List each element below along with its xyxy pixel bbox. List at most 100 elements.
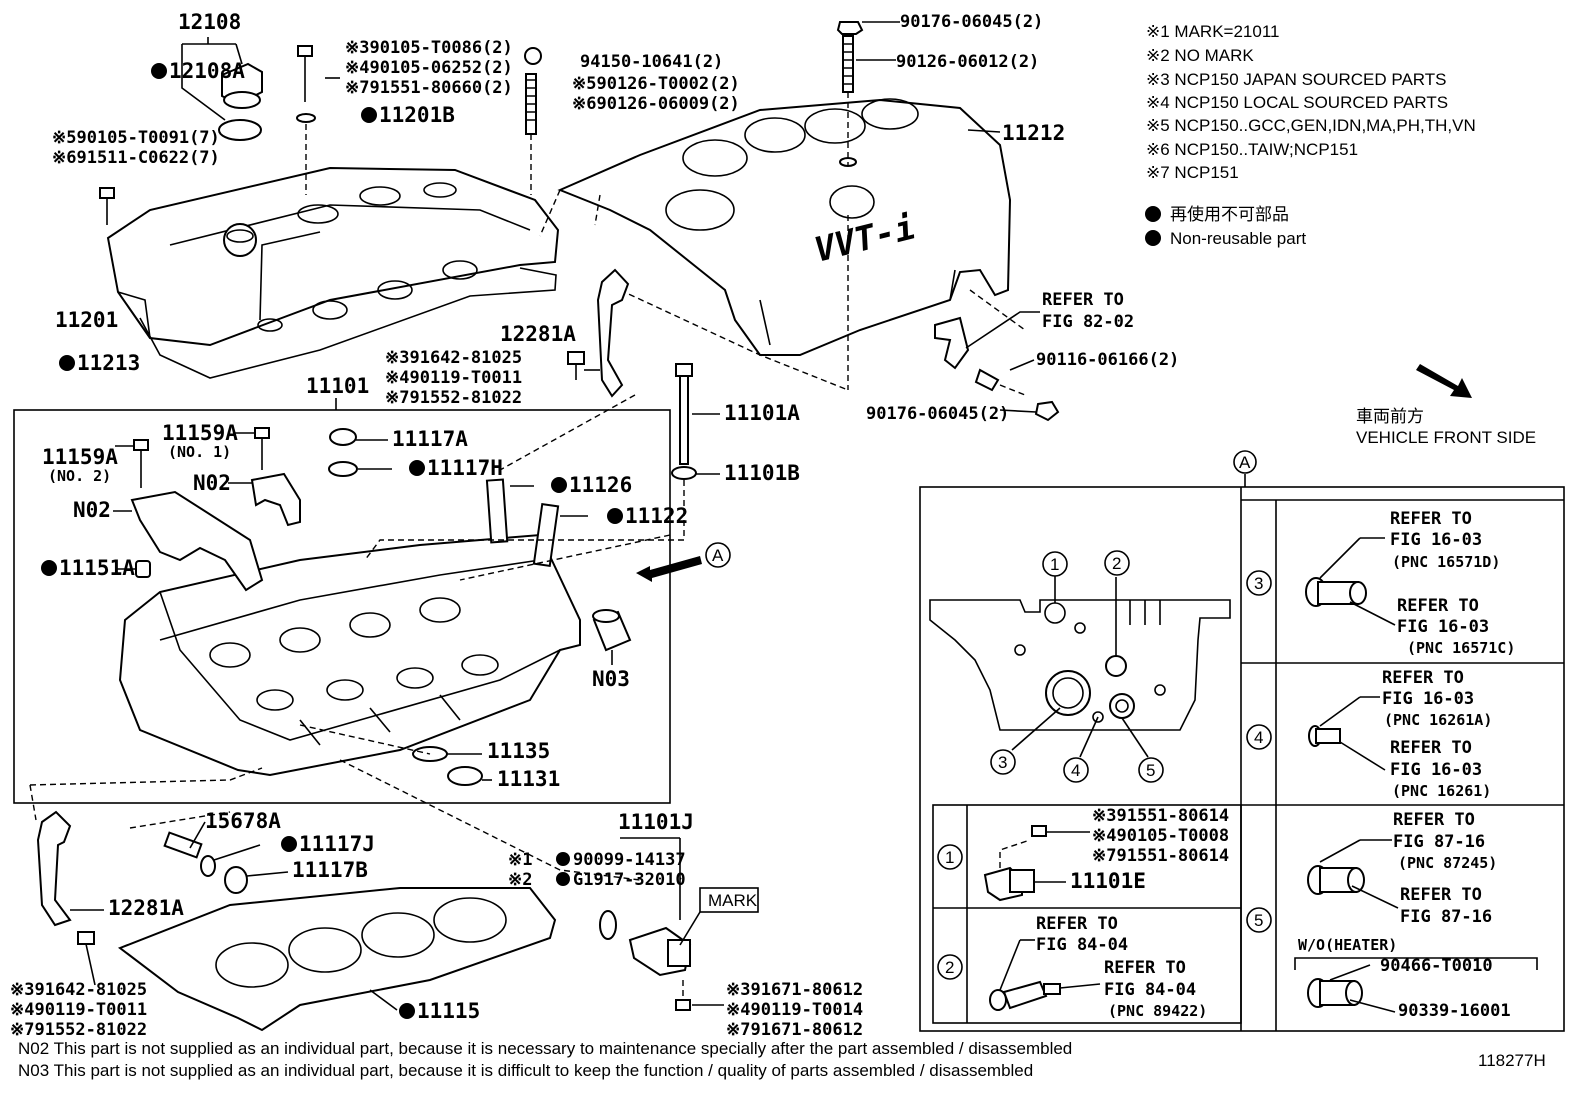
part-number-label: ※490105-06252(2) [345, 58, 513, 78]
head-bolt-washer [671, 466, 720, 480]
cell-circle-1: 1 [937, 844, 963, 870]
non-reusable-dot-icon [556, 872, 570, 886]
engine-cover [557, 98, 1012, 356]
part-number-label: ※791552-81022 [10, 1020, 147, 1040]
svg-text:VEHICLE FRONT SIDE: VEHICLE FRONT SIDE [1356, 428, 1536, 447]
part-number-label: G1917-32010 [573, 870, 686, 890]
part-number-label: 11117B [292, 858, 368, 882]
svg-text:5: 5 [1146, 761, 1155, 780]
chain-guide-lower [36, 810, 72, 927]
detail-callout-lines [1011, 576, 1149, 758]
part-number-label: 11201B [379, 103, 455, 127]
detail-reference-label: REFER TO [1104, 958, 1186, 978]
hose-clamp-4 [1308, 696, 1386, 771]
detail-reference-label: ※490105-T0008 [1092, 826, 1229, 846]
part-number-label: ※490119-T0011 [385, 368, 522, 388]
detail-reference-label: ※791551-80614 [1092, 846, 1229, 866]
oil-filler-cap [221, 62, 263, 109]
part-number-label: 11159A [42, 445, 118, 469]
legend: 再使用不可部品 Non-reusable part [1145, 204, 1306, 248]
svg-text:2: 2 [1112, 554, 1121, 573]
detail-reference-label: FIG 87-16 [1393, 832, 1485, 852]
detail-reference-label: REFER TO [1400, 885, 1482, 905]
svg-text:※5 NCP150..GCC,GEN,IDN,MA,PH,T: ※5 NCP150..GCC,GEN,IDN,MA,PH,TH,VN [1146, 116, 1476, 135]
detail-reference-label: REFER TO [1397, 596, 1479, 616]
gasket-11117J [200, 844, 261, 877]
detail-reference-label: (PNC 16261) [1392, 782, 1491, 800]
svg-text:Non-reusable part: Non-reusable part [1170, 229, 1306, 248]
part-number-label: 90176-06045(2) [900, 12, 1043, 32]
detail-reference-label: FIG 84-04 [1036, 935, 1128, 955]
camshaft-bearing-cap-no2 [130, 490, 264, 592]
part-number-label: 15678A [205, 809, 281, 833]
valve-guide [532, 503, 588, 567]
detail-reference-label: 90466-T0010 [1380, 956, 1493, 976]
footnote-n03: N03 This part is not supplied as an indi… [18, 1061, 1033, 1080]
part-number-label: 12281A [108, 896, 184, 920]
cover-bracket [934, 316, 970, 370]
side-bolt [99, 187, 115, 225]
part-number-label: 90176-06045(2) [866, 404, 1009, 424]
part-number-label: 11212 [1002, 121, 1065, 145]
bushing-n03 [592, 609, 632, 665]
detail-reference-label: 90339-16001 [1398, 1001, 1511, 1021]
part-number-label: 11115 [417, 999, 480, 1023]
part-number-label: 90116-06166(2) [1036, 350, 1179, 370]
part-number-label: 11151A [59, 556, 135, 580]
cam-position-sensor [983, 825, 1090, 902]
part-callouts: 1210812108A※390105-T0086(2)※490105-06252… [10, 10, 1179, 1040]
cylinder-head-cover [106, 166, 560, 347]
svg-text:1: 1 [945, 848, 954, 867]
svg-text:4: 4 [1071, 761, 1080, 780]
svg-text:4: 4 [1254, 728, 1263, 747]
part-number-label: 11159A [162, 421, 238, 445]
stud-bolt [524, 47, 542, 135]
part-number-label: ※690126-06009(2) [572, 94, 740, 114]
bearing-cap-bolt-no1 [235, 427, 270, 470]
svg-text:3: 3 [998, 753, 1007, 772]
svg-text:※6 NCP150..TAIW;NCP151: ※6 NCP150..TAIW;NCP151 [1146, 140, 1358, 159]
svg-text:車両前方: 車両前方 [1356, 407, 1424, 426]
cylinder-head [118, 533, 581, 777]
view-a-marker-top: A [1233, 450, 1257, 474]
part-number-label: 11101B [724, 461, 800, 485]
non-reusable-dot-icon [1145, 230, 1161, 246]
part-number-label: 11126 [569, 473, 632, 497]
plug-11117B [224, 866, 289, 894]
detail-reference-label: ※391551-80614 [1092, 806, 1229, 826]
cover-nut [836, 21, 900, 35]
part-number-label: ※490119-T0014 [726, 1000, 863, 1020]
svg-text:※2 NO MARK: ※2 NO MARK [1146, 46, 1254, 65]
detail-reference-label: FIG 16-03 [1397, 617, 1489, 637]
detail-reference-label: REFER TO [1382, 668, 1464, 688]
svg-text:1: 1 [1050, 555, 1059, 574]
detail-view-frame [919, 486, 1565, 1032]
view-arrow [636, 556, 702, 582]
gasket-11117H [328, 461, 392, 477]
part-number-label: N03 [592, 667, 630, 691]
detail-reference-label: (PNC 89422) [1108, 1002, 1207, 1020]
part-number-label: ※391642-81025 [10, 980, 147, 1000]
detail-reference-label: (PNC 16571C) [1407, 639, 1515, 657]
chain-guide-lower-bolt [77, 931, 96, 986]
seal-11131 [447, 766, 483, 786]
cylinder-head-gasket [117, 887, 557, 1032]
hose-clamp-5 [1294, 839, 1538, 1013]
plug-11117A [329, 428, 388, 446]
detail-reference-label: FIG 87-16 [1400, 907, 1492, 927]
detail-reference-label: (PNC 16571D) [1392, 553, 1500, 571]
part-number-label: 12108 [178, 10, 241, 34]
svg-text:MARK: MARK [708, 891, 758, 910]
part-number-label: 12108A [169, 59, 245, 83]
mark-label-box [699, 887, 759, 913]
detail-head-casting [929, 599, 1231, 731]
part-number-label: 12281A [500, 322, 576, 346]
detail-circle-2: 2 [1104, 550, 1130, 576]
part-number-label: ※391642-81025 [385, 348, 522, 368]
non-reusable-dot-icon [551, 477, 567, 493]
chain-guide-bolt [567, 351, 600, 380]
part-number-label: ※590105-T0091(7) [52, 128, 220, 148]
detail-reference-label: FIG 16-03 [1382, 689, 1474, 709]
svg-text:5: 5 [1254, 911, 1263, 930]
part-number-label: ※791552-81022 [385, 388, 522, 408]
